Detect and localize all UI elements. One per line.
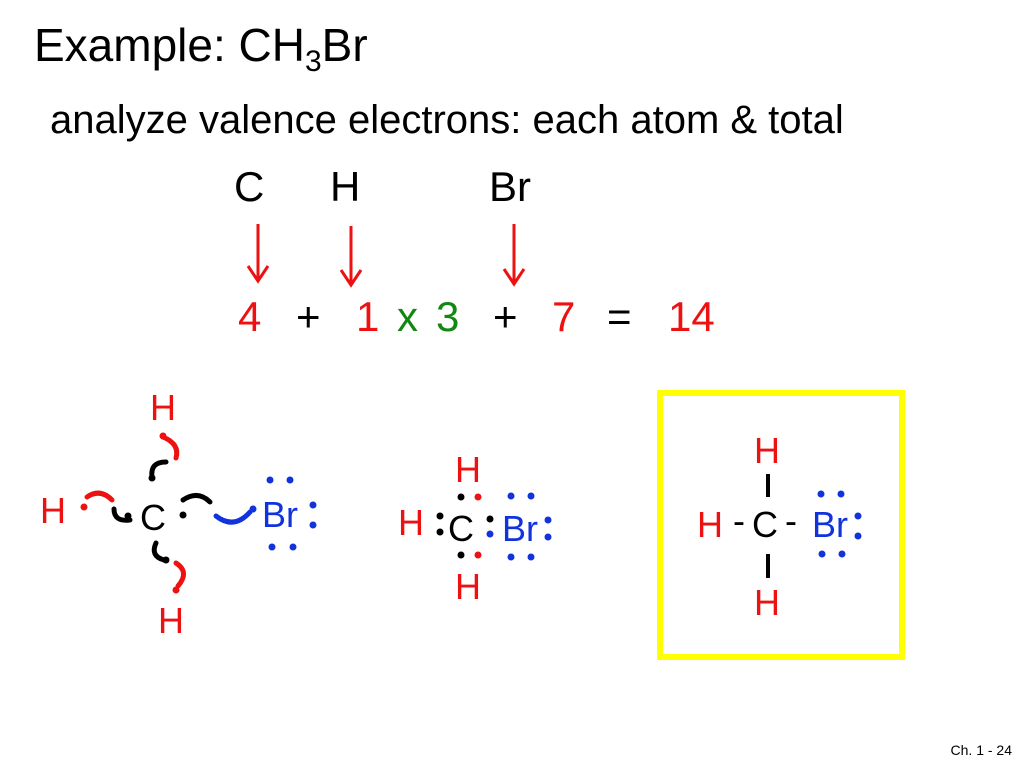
arrows-group bbox=[246, 224, 526, 288]
s1-electron-arc bbox=[160, 434, 180, 461]
s3-h-left: H bbox=[697, 504, 723, 545]
s1-electron-arc bbox=[173, 560, 186, 589]
s3-bond-left: - bbox=[733, 500, 745, 541]
s2-h-left: H bbox=[398, 502, 424, 543]
arrow-down-icon bbox=[339, 226, 363, 288]
s2-h-top: H bbox=[455, 449, 481, 490]
s1-h-top: H bbox=[150, 387, 176, 428]
s1-h-left: H bbox=[40, 490, 66, 531]
s1-electron-arc bbox=[149, 459, 169, 480]
s1-electron-arc bbox=[111, 506, 133, 523]
arrow-down-icon bbox=[502, 224, 526, 287]
title-subscript: 3 bbox=[304, 45, 322, 78]
s3-c: C bbox=[752, 504, 778, 545]
s2-h-bottom: H bbox=[455, 566, 481, 607]
eq-c-valence: 4 bbox=[238, 293, 262, 340]
eq-plus-2: + bbox=[493, 293, 518, 340]
atom-header-h: H bbox=[330, 163, 361, 210]
s1-electron-arc bbox=[213, 509, 253, 525]
eq-total: 14 bbox=[668, 293, 715, 340]
title-main: Example: CH bbox=[34, 19, 305, 71]
page-title: Example: CH3Br bbox=[34, 22, 368, 77]
s1-br: Br bbox=[262, 494, 298, 535]
subtitle: analyze valence electrons: each atom & t… bbox=[50, 98, 844, 142]
slide-number: Ch. 1 - 24 bbox=[950, 742, 1012, 758]
eq-h-valence: 1 bbox=[356, 293, 380, 340]
s2-br: Br bbox=[502, 508, 538, 549]
s1-h-bottom: H bbox=[158, 600, 184, 641]
s1-electron-arc bbox=[180, 493, 213, 505]
s2-c: C bbox=[448, 508, 474, 549]
eq-h-count: 3 bbox=[436, 293, 460, 340]
s3-bond-right: - bbox=[785, 500, 797, 541]
s1-electron-arc bbox=[84, 490, 115, 503]
structure-3: H H - C - Br H bbox=[657, 390, 905, 660]
s1-c: C bbox=[140, 497, 166, 538]
s3-br: Br bbox=[812, 504, 848, 545]
eq-times: x bbox=[397, 293, 418, 340]
eq-equals: = bbox=[607, 293, 632, 340]
atom-header-br: Br bbox=[489, 163, 531, 210]
structure-1: H H C Br H bbox=[40, 387, 317, 641]
title-tail: Br bbox=[321, 19, 368, 71]
s3-h-top: H bbox=[754, 430, 780, 471]
lewis-structures: H H C Br H H H C Br H bbox=[40, 387, 905, 660]
arrow-down-icon bbox=[246, 224, 270, 284]
atom-header-c: C bbox=[234, 163, 265, 210]
eq-br-valence: 7 bbox=[552, 293, 576, 340]
s3-h-bottom: H bbox=[754, 582, 780, 623]
s1-electron-arc bbox=[151, 540, 167, 563]
eq-plus-1: + bbox=[296, 293, 321, 340]
highlight-box bbox=[657, 390, 905, 660]
structure-2: H H C Br H bbox=[398, 449, 552, 607]
